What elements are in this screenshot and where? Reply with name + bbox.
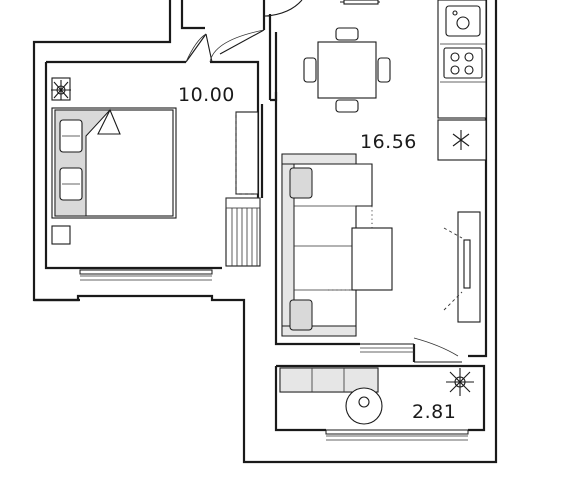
- plant-icon: [51, 80, 71, 100]
- living-area-label: 16.56: [360, 131, 417, 153]
- balcony-bench: [279, 367, 379, 393]
- bed: [51, 107, 177, 219]
- radiator: [225, 197, 261, 267]
- wardrobe: [235, 111, 259, 195]
- tv-stand: [443, 211, 481, 323]
- snowflake-icon: [452, 130, 470, 150]
- cushion: [289, 299, 313, 331]
- balcony-table: [345, 387, 383, 425]
- bedroom-area-label: 10.00: [178, 84, 235, 106]
- dining-table: [303, 27, 391, 113]
- entry-door: [209, 29, 265, 63]
- top-shelf: [340, 0, 380, 5]
- balcony-window: [325, 429, 469, 441]
- chair: [335, 99, 359, 113]
- chair: [377, 57, 391, 83]
- bedroom-window: [79, 269, 213, 281]
- walls: [32, 0, 498, 464]
- plant-icon: [446, 368, 474, 396]
- balcony-area-label: 2.81: [412, 401, 456, 423]
- sink: [445, 5, 481, 37]
- balcony-door: [360, 337, 462, 363]
- chair: [303, 57, 317, 83]
- fridge: [437, 119, 487, 161]
- bedroom-door: [185, 33, 213, 63]
- top-door-arc: [264, 0, 303, 17]
- stove: [443, 47, 483, 79]
- cushion: [289, 167, 313, 199]
- coffee-table: [328, 206, 393, 291]
- chair: [335, 27, 359, 41]
